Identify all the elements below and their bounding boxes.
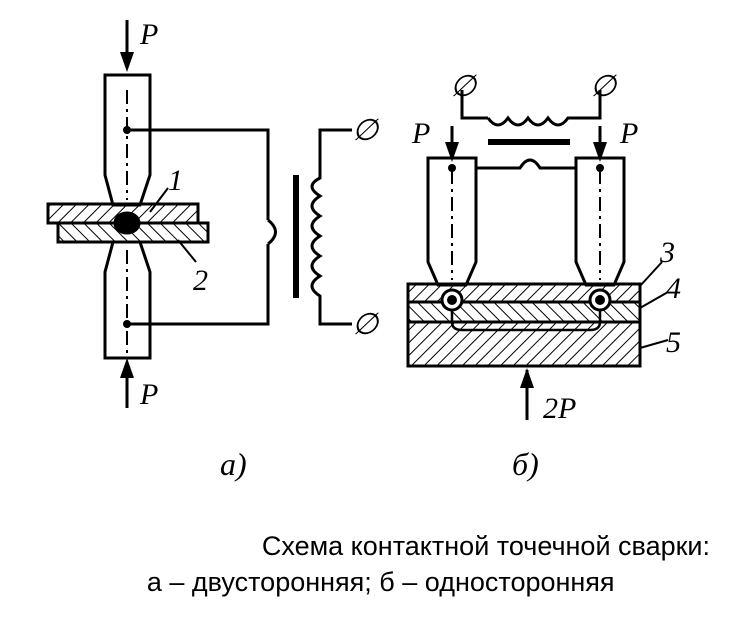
label-part-1: 1 [168,164,183,197]
bridge-wire-b [476,158,576,170]
transformer-coil-a [310,160,323,310]
label-p-left-b: P [411,117,430,150]
label-part-3: 3 [659,236,675,269]
caption-line-2: а – двусторонняя; б – односторонняя [146,567,615,597]
current-path-b [450,300,602,332]
label-p-bottom-a: P [139,378,158,411]
label-force-2p: 2P [543,392,576,425]
wire-lower-a [127,244,270,326]
label-subfigure-b: б) [512,446,539,482]
label-terminal-left-b: ∅ [450,70,478,103]
label-terminal-right-b: ∅ [590,70,618,103]
transformer-coil-b [486,90,602,127]
caption-line-1: Схема контактной точечной сварки: [261,531,710,561]
weld-nugget-a [113,211,141,235]
base-5 [406,320,642,368]
label-p-top-a: P [139,18,158,51]
lower-electrode-a [103,240,152,360]
label-terminal-bottom-a: ∅ [352,308,380,341]
diagram-a [46,20,352,408]
label-p-right-b: P [619,117,638,150]
diagram-b [149,90,669,420]
label-terminal-top-a: ∅ [352,114,380,147]
label-subfigure-a: а) [220,446,247,482]
label-part-4: 4 [666,272,681,305]
figure-caption: Схема контактной точечной сварки: а – дв… [147,528,710,600]
wire-upper-a [127,128,270,220]
label-part-5: 5 [666,326,681,359]
label-part-2: 2 [193,264,208,297]
